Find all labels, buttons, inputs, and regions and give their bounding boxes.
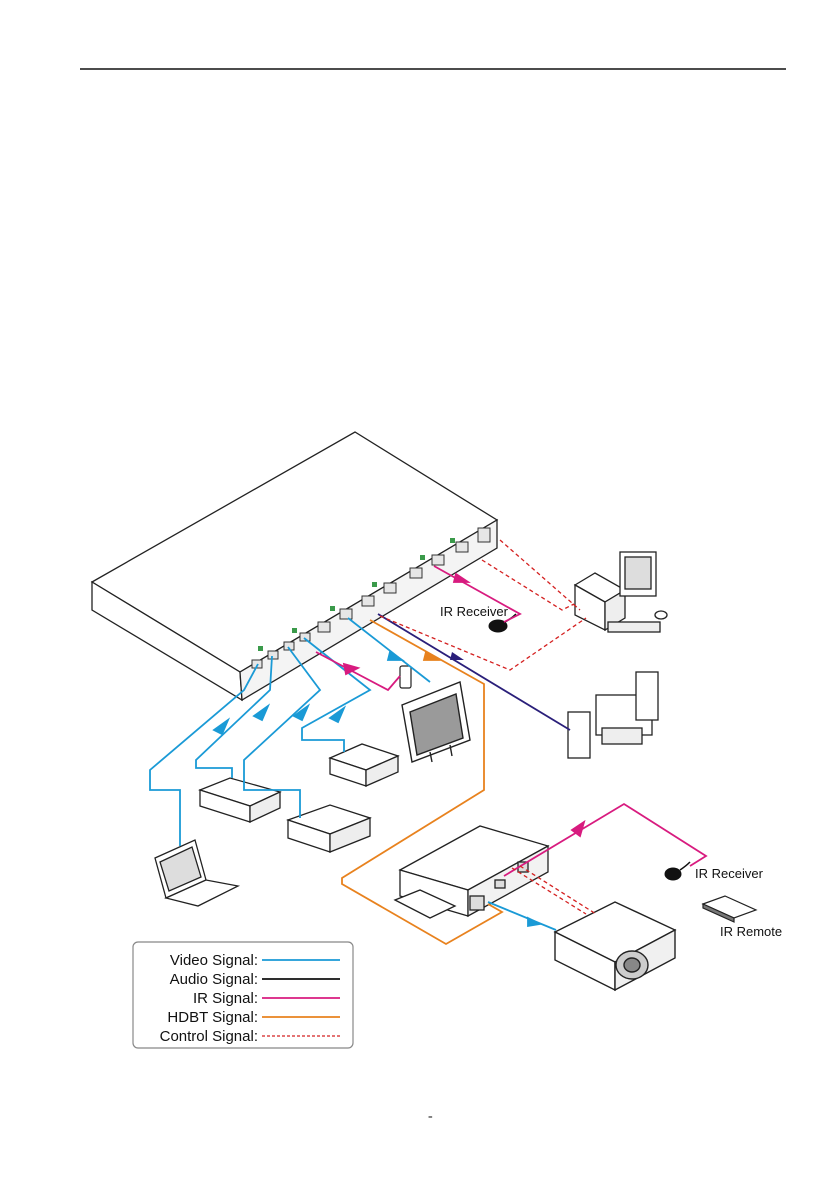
control-computer	[575, 552, 667, 632]
ir-remote-device	[703, 896, 756, 922]
display-monitor	[402, 682, 470, 762]
video-cable-projector	[488, 902, 556, 930]
ir-remote-label: IR Remote	[720, 924, 782, 939]
video-arrow-2	[254, 706, 268, 720]
ir-receiver-right-label: IR Receiver	[695, 866, 764, 881]
video-arrow-5	[388, 652, 402, 660]
video-cable-display	[348, 618, 430, 682]
source-player-3	[330, 744, 398, 786]
source-player-1	[200, 778, 280, 822]
projector	[555, 902, 675, 990]
audio-amplifier-speakers	[568, 672, 658, 758]
legend-label: Control Signal:	[160, 1028, 258, 1045]
legend-label: IR Signal:	[193, 990, 258, 1007]
legend-label: Audio Signal:	[170, 971, 258, 988]
ir-receiver-right-device	[665, 862, 690, 880]
audio-arrow	[450, 652, 464, 660]
source-laptop	[155, 840, 238, 906]
hdbt-receiver	[395, 826, 548, 918]
ir-emitter-device	[400, 666, 411, 688]
ir-receiver-top-label: IR Receiver	[440, 604, 509, 619]
ir-cable-emitter	[316, 652, 400, 690]
legend-label: Video Signal:	[170, 952, 258, 969]
signal-legend: Video Signal: Audio Signal: IR Signal: HDBT…	[133, 942, 353, 1048]
legend-label: HDBT Signal:	[167, 1009, 258, 1026]
page-number: -	[428, 1109, 433, 1124]
video-arrow-4	[330, 708, 344, 722]
